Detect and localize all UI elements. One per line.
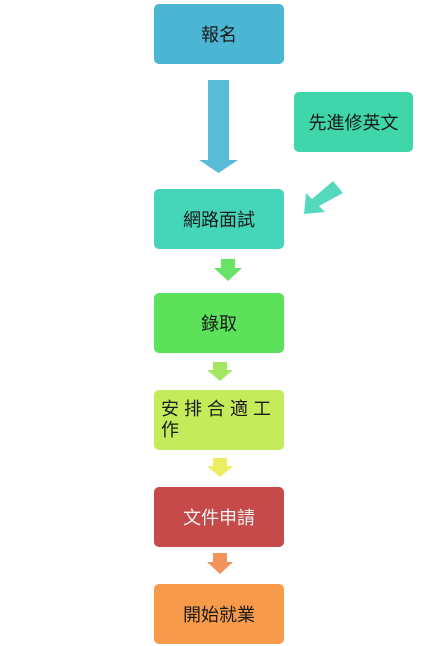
node-document-application: 文件申請 [154,487,284,547]
node-register: 報名 [154,4,284,64]
node-accepted: 錄取 [154,293,284,353]
arrow-register-to-interview [199,80,238,173]
arrow-interview-to-accepted [214,259,242,281]
node-online-interview-label: 網路面試 [183,210,255,231]
arrow-accepted-to-assignment [207,362,233,381]
arrow-documents-to-employment [207,553,233,574]
node-register-label: 報名 [201,25,237,46]
node-job-assignment: 安排合適工作 [154,390,284,450]
arrow-assignment-to-documents [207,458,233,477]
node-english-study-label: 先進修英文 [308,113,399,134]
node-online-interview: 網路面試 [154,189,284,249]
node-document-application-label: 文件申請 [183,508,255,529]
node-accepted-label: 錄取 [201,314,237,335]
node-start-employment-label: 開始就業 [183,605,255,626]
node-start-employment: 開始就業 [154,584,284,644]
arrow-english-to-interview [304,181,343,214]
node-english-study: 先進修英文 [294,92,413,152]
node-job-assignment-label: 安排合適工作 [161,399,276,441]
